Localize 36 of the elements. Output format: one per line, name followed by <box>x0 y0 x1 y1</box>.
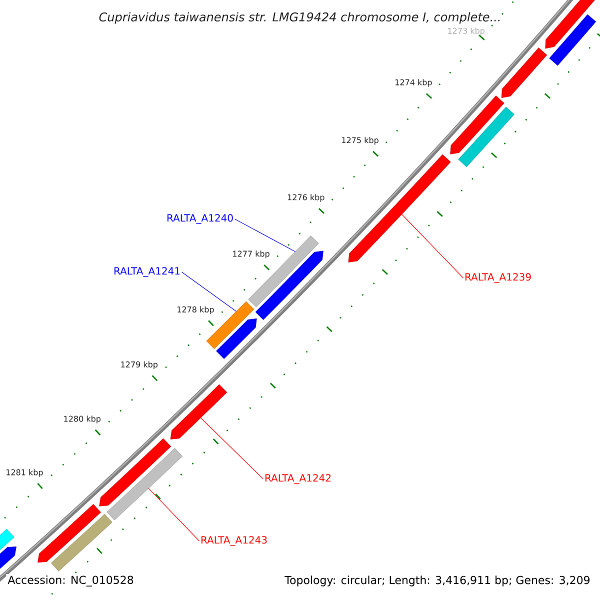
leader-line <box>181 272 237 312</box>
gene-block <box>38 504 101 563</box>
tick-label: 1276 kbp <box>288 194 324 202</box>
leader-line <box>401 214 464 278</box>
gene-label: RALTA_A1241 <box>114 267 180 277</box>
gene-label: RALTA_A1239 <box>465 273 531 283</box>
gene-block <box>348 154 451 262</box>
gene-block <box>501 48 548 98</box>
gene-label: RALTA_A1242 <box>265 474 331 484</box>
gene-label: RALTA_A1243 <box>201 536 267 546</box>
gene-block <box>170 384 228 440</box>
gene-block <box>545 0 598 49</box>
gene-bar <box>0 528 14 552</box>
leader-line <box>200 417 264 480</box>
gene-bar <box>549 14 596 66</box>
tick-label: 1280 kbp <box>64 416 101 424</box>
gene-bar <box>106 448 183 520</box>
tick-label: 1281 kbp <box>6 469 43 477</box>
gene-block <box>99 438 172 506</box>
accession-text: Accession: NC_010528 <box>6 574 136 588</box>
tick-label: 1278 kbp <box>178 306 214 314</box>
gene-block <box>0 546 16 570</box>
tick-label: 1277 kbp <box>233 250 270 258</box>
gene-block <box>216 318 257 359</box>
tick-label: 1273 kbp <box>448 28 484 36</box>
title: Cupriavidus taiwanensis str. LMG19424 chromosome I, complete... <box>99 12 500 24</box>
gene-label: RALTA_A1240 <box>167 214 233 224</box>
gene-bar <box>51 514 112 572</box>
gene-block <box>255 250 324 320</box>
tick-label: 1275 kbp <box>342 136 378 145</box>
tick-label: 1279 kbp <box>121 361 158 370</box>
tick-label: 1274 kbp <box>396 79 432 87</box>
leader-line <box>148 488 200 542</box>
gene-block <box>450 96 504 154</box>
gene-bar <box>458 106 514 168</box>
topology-text: Topology: circular; Length: 3,416,911 bp; Genes: 3,209 <box>283 574 592 588</box>
